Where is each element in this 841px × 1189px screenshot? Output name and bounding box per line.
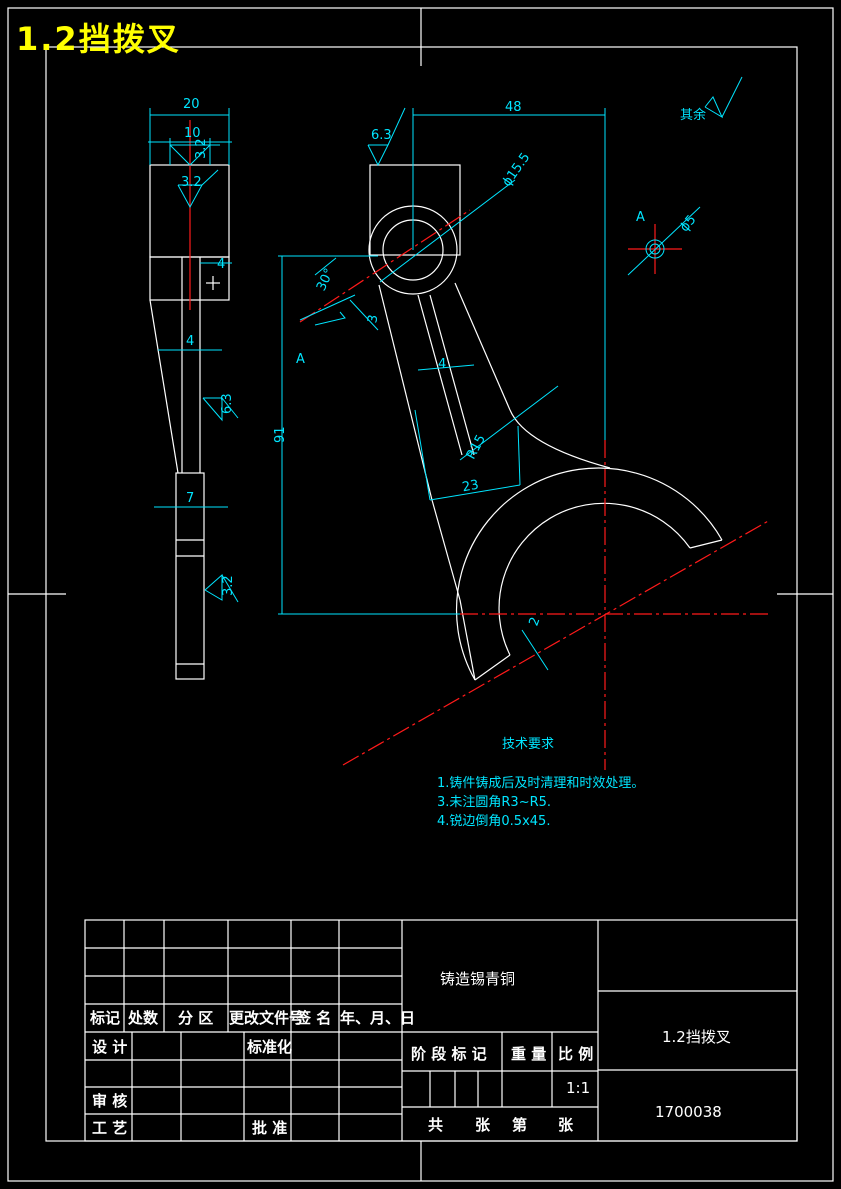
main-view-dimensions [278, 76, 743, 671]
label-approve: 批 准 [252, 1119, 287, 1137]
header-sign: 签 名 [295, 1009, 331, 1027]
label-standard: 标准化 [246, 1038, 292, 1056]
svg-text:6.3: 6.3 [371, 128, 392, 143]
svg-text:2: 2 [527, 615, 544, 628]
part-name: 1.2挡拨叉 [662, 1028, 731, 1046]
svg-text:A: A [636, 210, 645, 225]
header-mark: 标记 [89, 1009, 120, 1027]
svg-text:3: 3 [365, 314, 381, 325]
svg-text:4: 4 [438, 357, 446, 372]
svg-text:23: 23 [461, 478, 480, 496]
note-line-3: 4.锐边倒角0.5x45. [437, 814, 550, 829]
label-total: 共 [428, 1116, 443, 1134]
side-view [149, 120, 230, 680]
label-weight: 重 量 [511, 1045, 546, 1063]
label-sheets-1: 张 [475, 1116, 491, 1134]
header-docno: 更改文件号 [229, 1009, 304, 1027]
label-review: 审 核 [92, 1092, 127, 1110]
label-scale: 比 例 [558, 1045, 593, 1063]
label-sheet-no: 第 [512, 1116, 527, 1134]
side-view-dimension-text: 20 10 3.2 3.2 4 4 6.3 7 3.2 [181, 97, 236, 596]
note-line-2: 3.未注圆角R3~R5. [437, 795, 551, 810]
notes-heading: 技术要求 [502, 737, 554, 752]
technical-requirements: 技术要求 1.铸件铸成后及时清理和时效处理。 3.未注圆角R3~R5. 4.锐边… [437, 737, 644, 829]
svg-text:3.2: 3.2 [221, 575, 236, 596]
main-view-centerlines [299, 209, 771, 770]
svg-text:10: 10 [184, 126, 201, 141]
label-stage: 阶 段 标 记 [411, 1045, 487, 1063]
outer-border [7, 7, 834, 1182]
page-title: 1.2挡拨叉 [16, 20, 181, 58]
svg-text:91: 91 [273, 426, 288, 443]
svg-text:其余: 其余 [680, 107, 706, 123]
svg-text:7: 7 [186, 491, 194, 506]
centering-marks [8, 8, 833, 1181]
label-sheets-2: 张 [558, 1116, 574, 1134]
inner-border [45, 46, 798, 1142]
header-count: 处数 [127, 1009, 159, 1027]
svg-text:A: A [296, 352, 305, 367]
note-line-1: 1.铸件铸成后及时清理和时效处理。 [437, 775, 644, 791]
side-view-dimensions [148, 108, 239, 603]
svg-text:ϕ5: ϕ5 [677, 213, 699, 236]
header-zone: 分 区 [178, 1009, 213, 1027]
svg-text:3.2: 3.2 [194, 138, 209, 159]
svg-text:R15: R15 [464, 432, 489, 462]
header-date: 年、月、日 [340, 1009, 415, 1027]
title-block-text: 标记 处数 分 区 更改文件号 签 名 年、月、日 设 计 标准化 审 核 工 … [89, 970, 731, 1137]
scale-value: 1:1 [566, 1079, 590, 1097]
material: 铸造锡青铜 [440, 970, 515, 988]
svg-text:4: 4 [217, 257, 225, 272]
drawing-number: 1700038 [655, 1103, 722, 1121]
svg-text:20: 20 [183, 97, 200, 112]
svg-text:48: 48 [505, 100, 522, 115]
label-design: 设 计 [92, 1038, 127, 1056]
svg-text:30°: 30° [314, 266, 337, 293]
svg-text:4: 4 [186, 334, 194, 349]
svg-text:3.2: 3.2 [181, 175, 202, 190]
main-view [368, 164, 723, 681]
svg-text:6.3: 6.3 [220, 393, 235, 414]
label-process: 工 艺 [92, 1119, 127, 1137]
svg-text:ϕ15.5: ϕ15.5 [500, 150, 534, 189]
title-block [84, 919, 798, 1142]
